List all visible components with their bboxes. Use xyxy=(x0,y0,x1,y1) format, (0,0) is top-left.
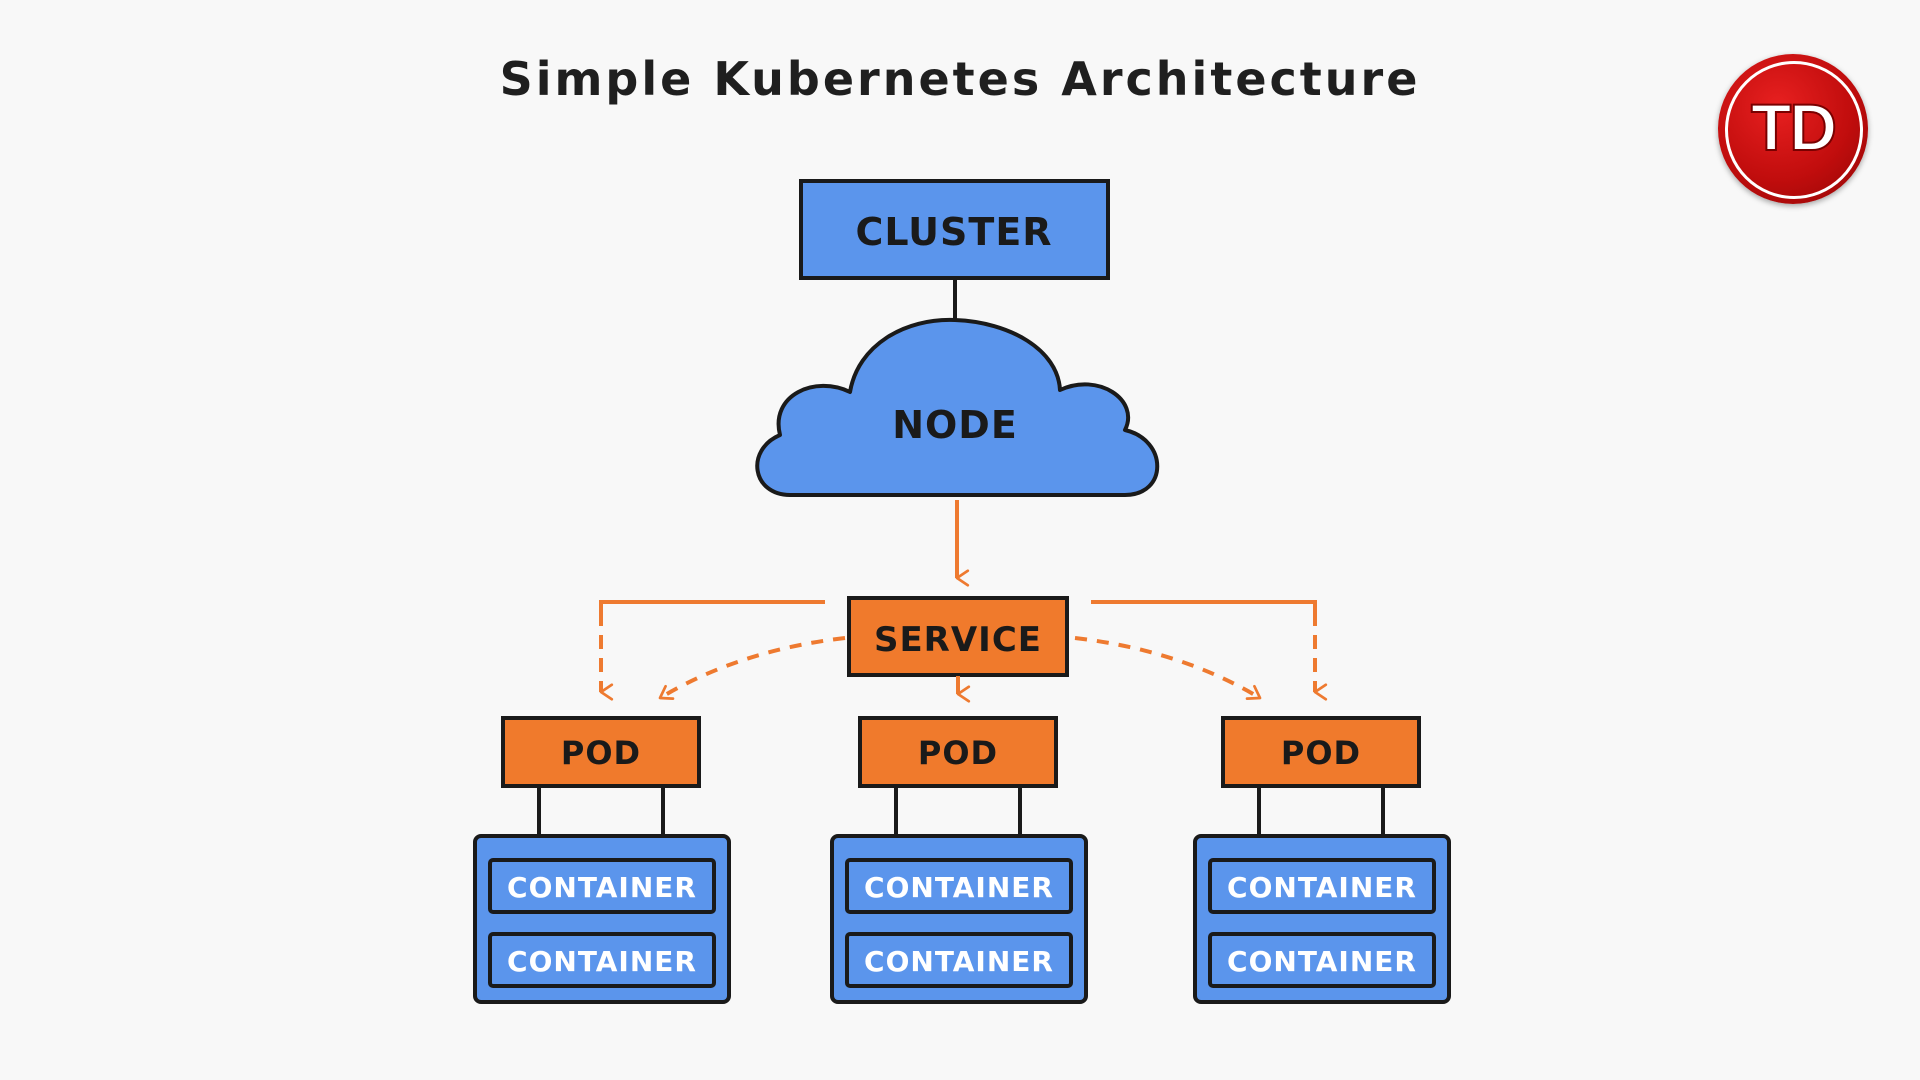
container-label: CONTAINER xyxy=(864,871,1054,904)
pod-label: POD xyxy=(918,734,998,772)
pod-box xyxy=(858,716,1058,788)
container-label: CONTAINER xyxy=(864,945,1054,978)
service-pod3-elbow-arrow xyxy=(1091,600,1317,612)
container-label: CONTAINER xyxy=(1227,871,1417,904)
service-pod1-curved-arrow xyxy=(658,636,846,700)
pod-box xyxy=(1221,716,1421,788)
pod-label: POD xyxy=(1281,734,1361,772)
container-box xyxy=(845,932,1073,988)
service-label: SERVICE xyxy=(874,620,1042,660)
container-box xyxy=(1208,858,1436,914)
service-pod3-curved-arrow xyxy=(1074,636,1262,700)
pod-group: POD CONTAINER CONTAINER xyxy=(1193,716,1451,1004)
pod-group: POD CONTAINER CONTAINER xyxy=(830,716,1088,1004)
container-box xyxy=(488,858,716,914)
container-label: CONTAINER xyxy=(507,871,697,904)
node-label: NODE xyxy=(892,403,1018,447)
pod-label: POD xyxy=(561,734,641,772)
node-cloud: NODE xyxy=(755,317,1160,497)
pods-layer: POD CONTAINER CONTAINER POD CONTAINER CONTAIN… xyxy=(473,716,1451,1004)
pod-group: POD CONTAINER CONTAINER xyxy=(473,716,731,1004)
container-box xyxy=(1208,932,1436,988)
service-connectors xyxy=(598,600,1328,703)
cluster-node: CLUSTER xyxy=(799,179,1110,280)
logo-ring xyxy=(1725,61,1863,199)
service-node: SERVICE xyxy=(847,596,1069,677)
cluster-label: CLUSTER xyxy=(855,210,1052,254)
logo-text: TD xyxy=(1750,89,1838,165)
container-label: CONTAINER xyxy=(507,945,697,978)
td-logo: TD xyxy=(1718,54,1868,204)
pod-box xyxy=(501,716,701,788)
container-box xyxy=(488,932,716,988)
diagram-title: Simple Kubernetes Architecture xyxy=(499,52,1421,106)
container-box xyxy=(845,858,1073,914)
container-label: CONTAINER xyxy=(1227,945,1417,978)
